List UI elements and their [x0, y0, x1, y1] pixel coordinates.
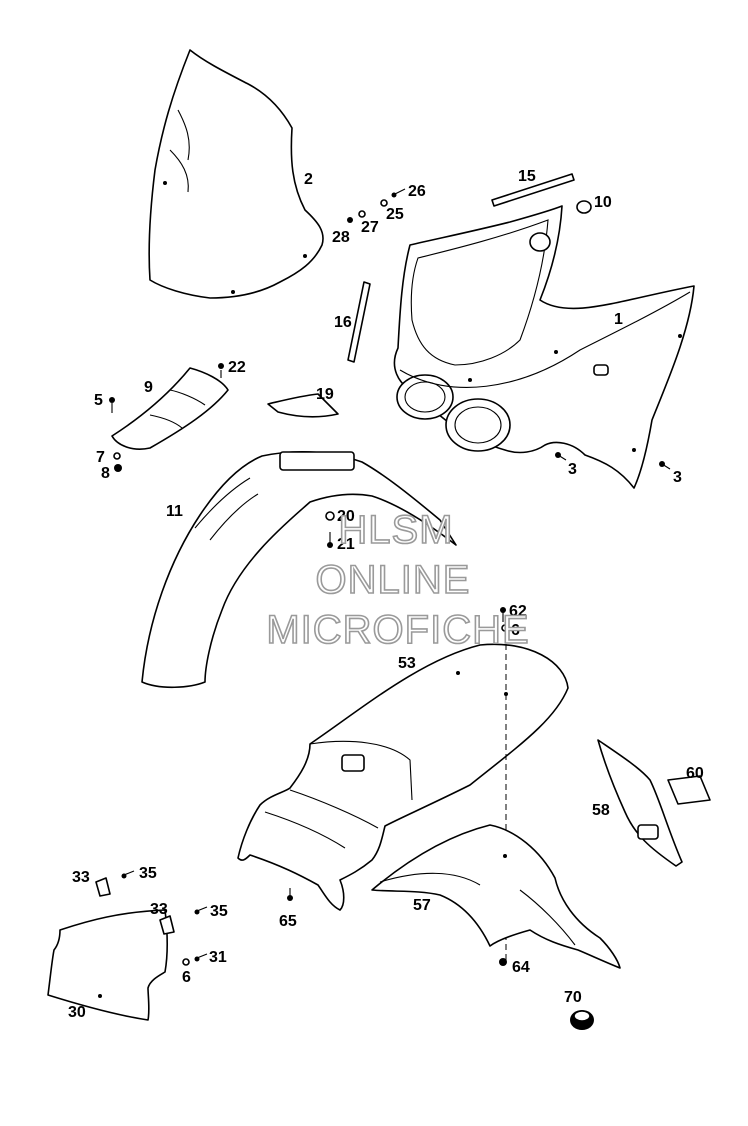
washer-27: [358, 210, 366, 218]
callout-35-right: 35: [210, 903, 228, 920]
callout-25: 25: [386, 206, 404, 223]
washer-25: [380, 199, 388, 207]
callout-5: 5: [94, 392, 103, 409]
callout-57: 57: [413, 897, 431, 914]
nut-28: [347, 217, 353, 223]
washer-7: [113, 452, 121, 460]
nut-8: [114, 464, 122, 472]
callout-11: 11: [166, 503, 183, 520]
callout-6-top: 6: [511, 622, 520, 639]
callout-70: 70: [564, 989, 582, 1006]
screw-62: [500, 607, 506, 622]
callout-9: 9: [144, 379, 153, 396]
vertical-strip-part: [347, 281, 371, 363]
nut-64: [499, 958, 507, 966]
screw-3-left: [555, 452, 567, 461]
cap-part: [570, 1010, 594, 1030]
callout-2: 2: [304, 171, 313, 188]
callout-28: 28: [332, 229, 350, 246]
callout-53: 53: [398, 655, 416, 672]
callout-60: 60: [686, 765, 704, 782]
callout-33-left: 33: [72, 869, 90, 886]
mudguard-part: [371, 824, 621, 969]
screw-31: [194, 953, 208, 962]
callout-16: 16: [334, 314, 352, 331]
callout-64: 64: [512, 959, 530, 976]
small-bracket-part: [267, 393, 339, 418]
screw-65: [287, 888, 293, 901]
grommet-part: [576, 200, 592, 214]
callout-8: 8: [101, 465, 110, 482]
callout-10: 10: [594, 194, 612, 211]
callout-19: 19: [316, 386, 334, 403]
rear-fender-part: [237, 643, 569, 911]
license-plate-holder-part: [597, 739, 683, 867]
clip-33-left: [95, 877, 111, 897]
front-fender-part: [141, 450, 457, 689]
callout-30: 30: [68, 1004, 86, 1021]
plate-part: [47, 909, 169, 1021]
bracket-part: [111, 367, 229, 450]
callout-7: 7: [96, 449, 105, 466]
callout-3-left: 3: [568, 461, 577, 478]
washer-6-bottom: [182, 958, 190, 966]
washer-6-top: [501, 624, 509, 632]
screw-21: [327, 532, 333, 548]
trim-strip-part: [491, 173, 575, 207]
watermark-line-3: MICROFICHE: [266, 608, 529, 652]
screw-26: [391, 188, 406, 198]
headlight-fairing-part: [393, 205, 695, 489]
callout-3-right: 3: [673, 469, 682, 486]
callout-6-bottom: 6: [182, 969, 191, 986]
callout-58: 58: [592, 802, 610, 819]
screw-22: [218, 363, 224, 378]
watermark-line-2: ONLINE: [316, 558, 471, 602]
callout-65: 65: [279, 913, 297, 930]
clip-33-right: [159, 915, 175, 935]
screw-20: [325, 511, 335, 521]
screw-35-left: [121, 870, 135, 879]
callout-15: 15: [518, 168, 536, 185]
callout-21: 21: [337, 536, 355, 553]
callout-22: 22: [228, 359, 246, 376]
callout-35-left: 35: [139, 865, 157, 882]
reflector-part: [667, 775, 711, 805]
callout-1: 1: [614, 311, 623, 328]
callout-31: 31: [209, 949, 227, 966]
callout-33-right: 33: [150, 901, 168, 918]
callout-27: 27: [361, 219, 379, 236]
screw-3-right: [659, 461, 671, 470]
callout-20: 20: [337, 508, 355, 525]
watermark-line-1: HLSM: [338, 508, 453, 552]
callout-62: 62: [509, 603, 527, 620]
screw-5: [109, 397, 115, 413]
screw-35-right: [194, 906, 208, 915]
callout-26: 26: [408, 183, 426, 200]
windscreen-part: [148, 49, 324, 299]
